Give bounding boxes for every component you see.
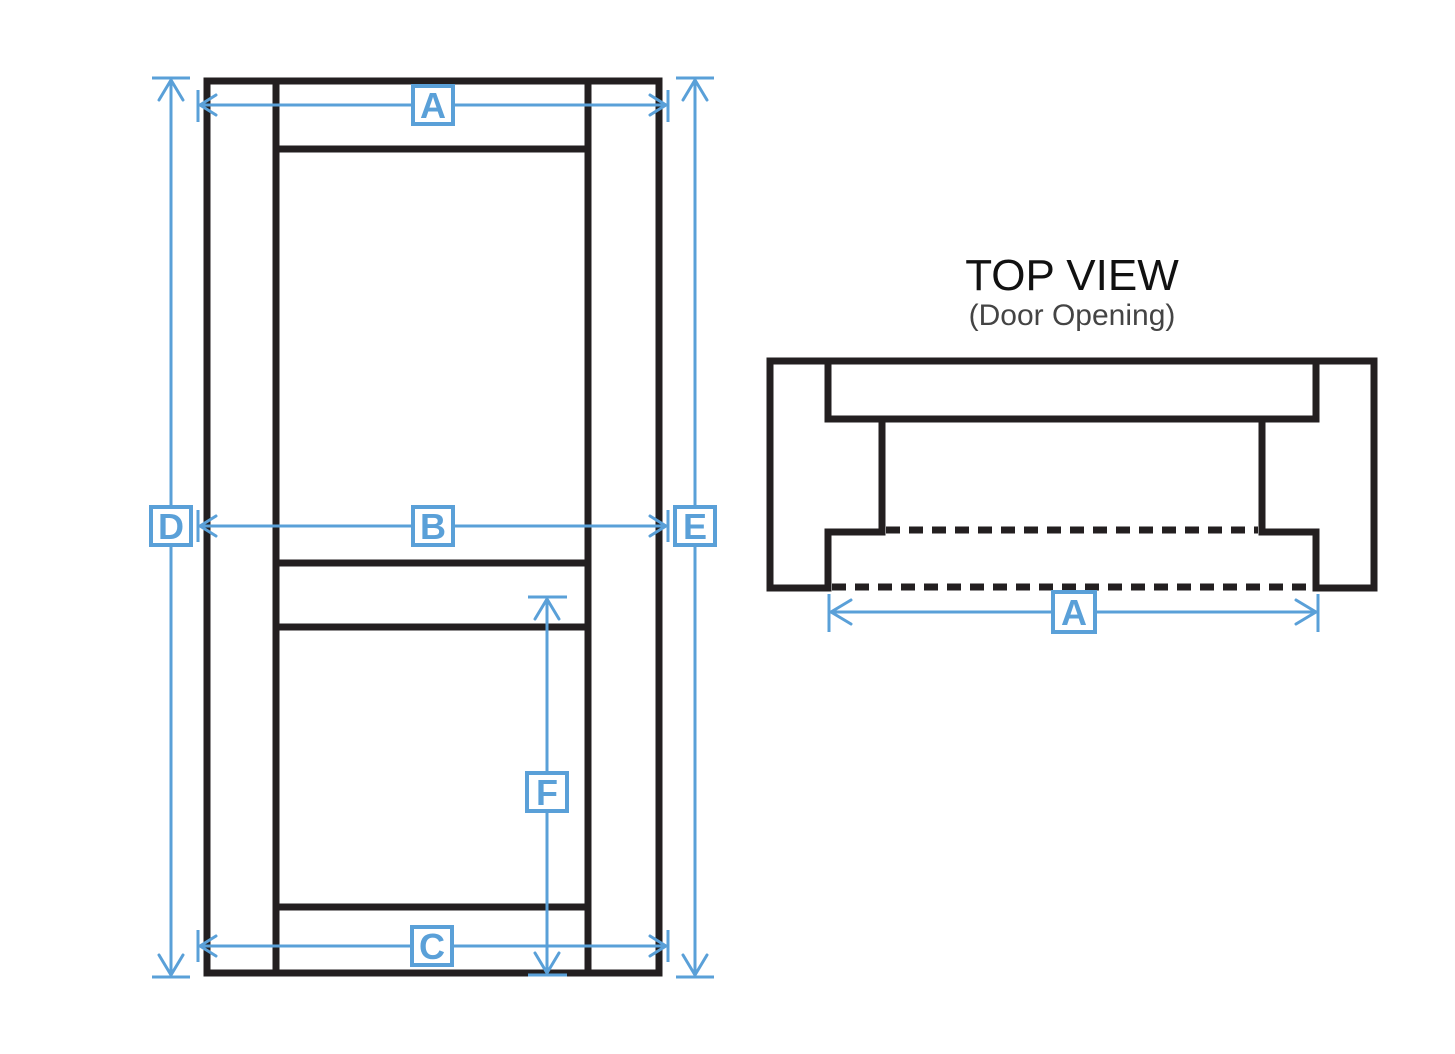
arrow-down-icon	[681, 953, 709, 977]
top-view-outline	[766, 357, 1378, 592]
label-e: E	[683, 506, 707, 547]
dimension-c: C	[196, 925, 670, 967]
arrow-up-icon	[681, 78, 709, 102]
label-box-e	[673, 505, 717, 547]
label-c: C	[419, 926, 445, 967]
arrow-down-icon	[157, 953, 185, 977]
label-a: A	[420, 85, 446, 126]
label-f: F	[536, 772, 558, 813]
arrow-left-icon	[198, 514, 218, 538]
arrow-up-icon	[533, 597, 561, 621]
dimension-f: F	[525, 595, 569, 977]
arrow-right-icon	[648, 93, 668, 117]
arrow-down-icon	[533, 951, 561, 975]
label-b: B	[420, 506, 446, 547]
label-box-b	[411, 505, 455, 547]
label-box-top-a	[1051, 590, 1097, 634]
dimension-b: B	[196, 505, 670, 547]
top-view-title: TOP VIEW	[965, 251, 1179, 300]
arrow-right-icon	[648, 514, 668, 538]
dimension-e: E	[673, 76, 717, 979]
label-box-c	[410, 925, 454, 967]
arrow-left-icon	[829, 598, 853, 626]
top-view: TOP VIEW (Door Opening) A	[766, 251, 1378, 634]
arrow-up-icon	[157, 78, 185, 102]
label-top-a: A	[1061, 592, 1087, 633]
top-view-subtitle: (Door Opening)	[969, 299, 1176, 332]
arrow-left-icon	[198, 934, 218, 958]
label-box-d	[149, 505, 193, 547]
label-box-f	[525, 771, 569, 813]
arrow-left-icon	[198, 93, 218, 117]
top-view-dimension-a: A	[827, 590, 1320, 634]
dimension-d: D	[149, 76, 193, 979]
label-d: D	[158, 506, 184, 547]
dimension-a: A	[196, 84, 670, 126]
label-box-a	[411, 84, 455, 126]
arrow-right-icon	[648, 934, 668, 958]
arrow-right-icon	[1294, 598, 1318, 626]
